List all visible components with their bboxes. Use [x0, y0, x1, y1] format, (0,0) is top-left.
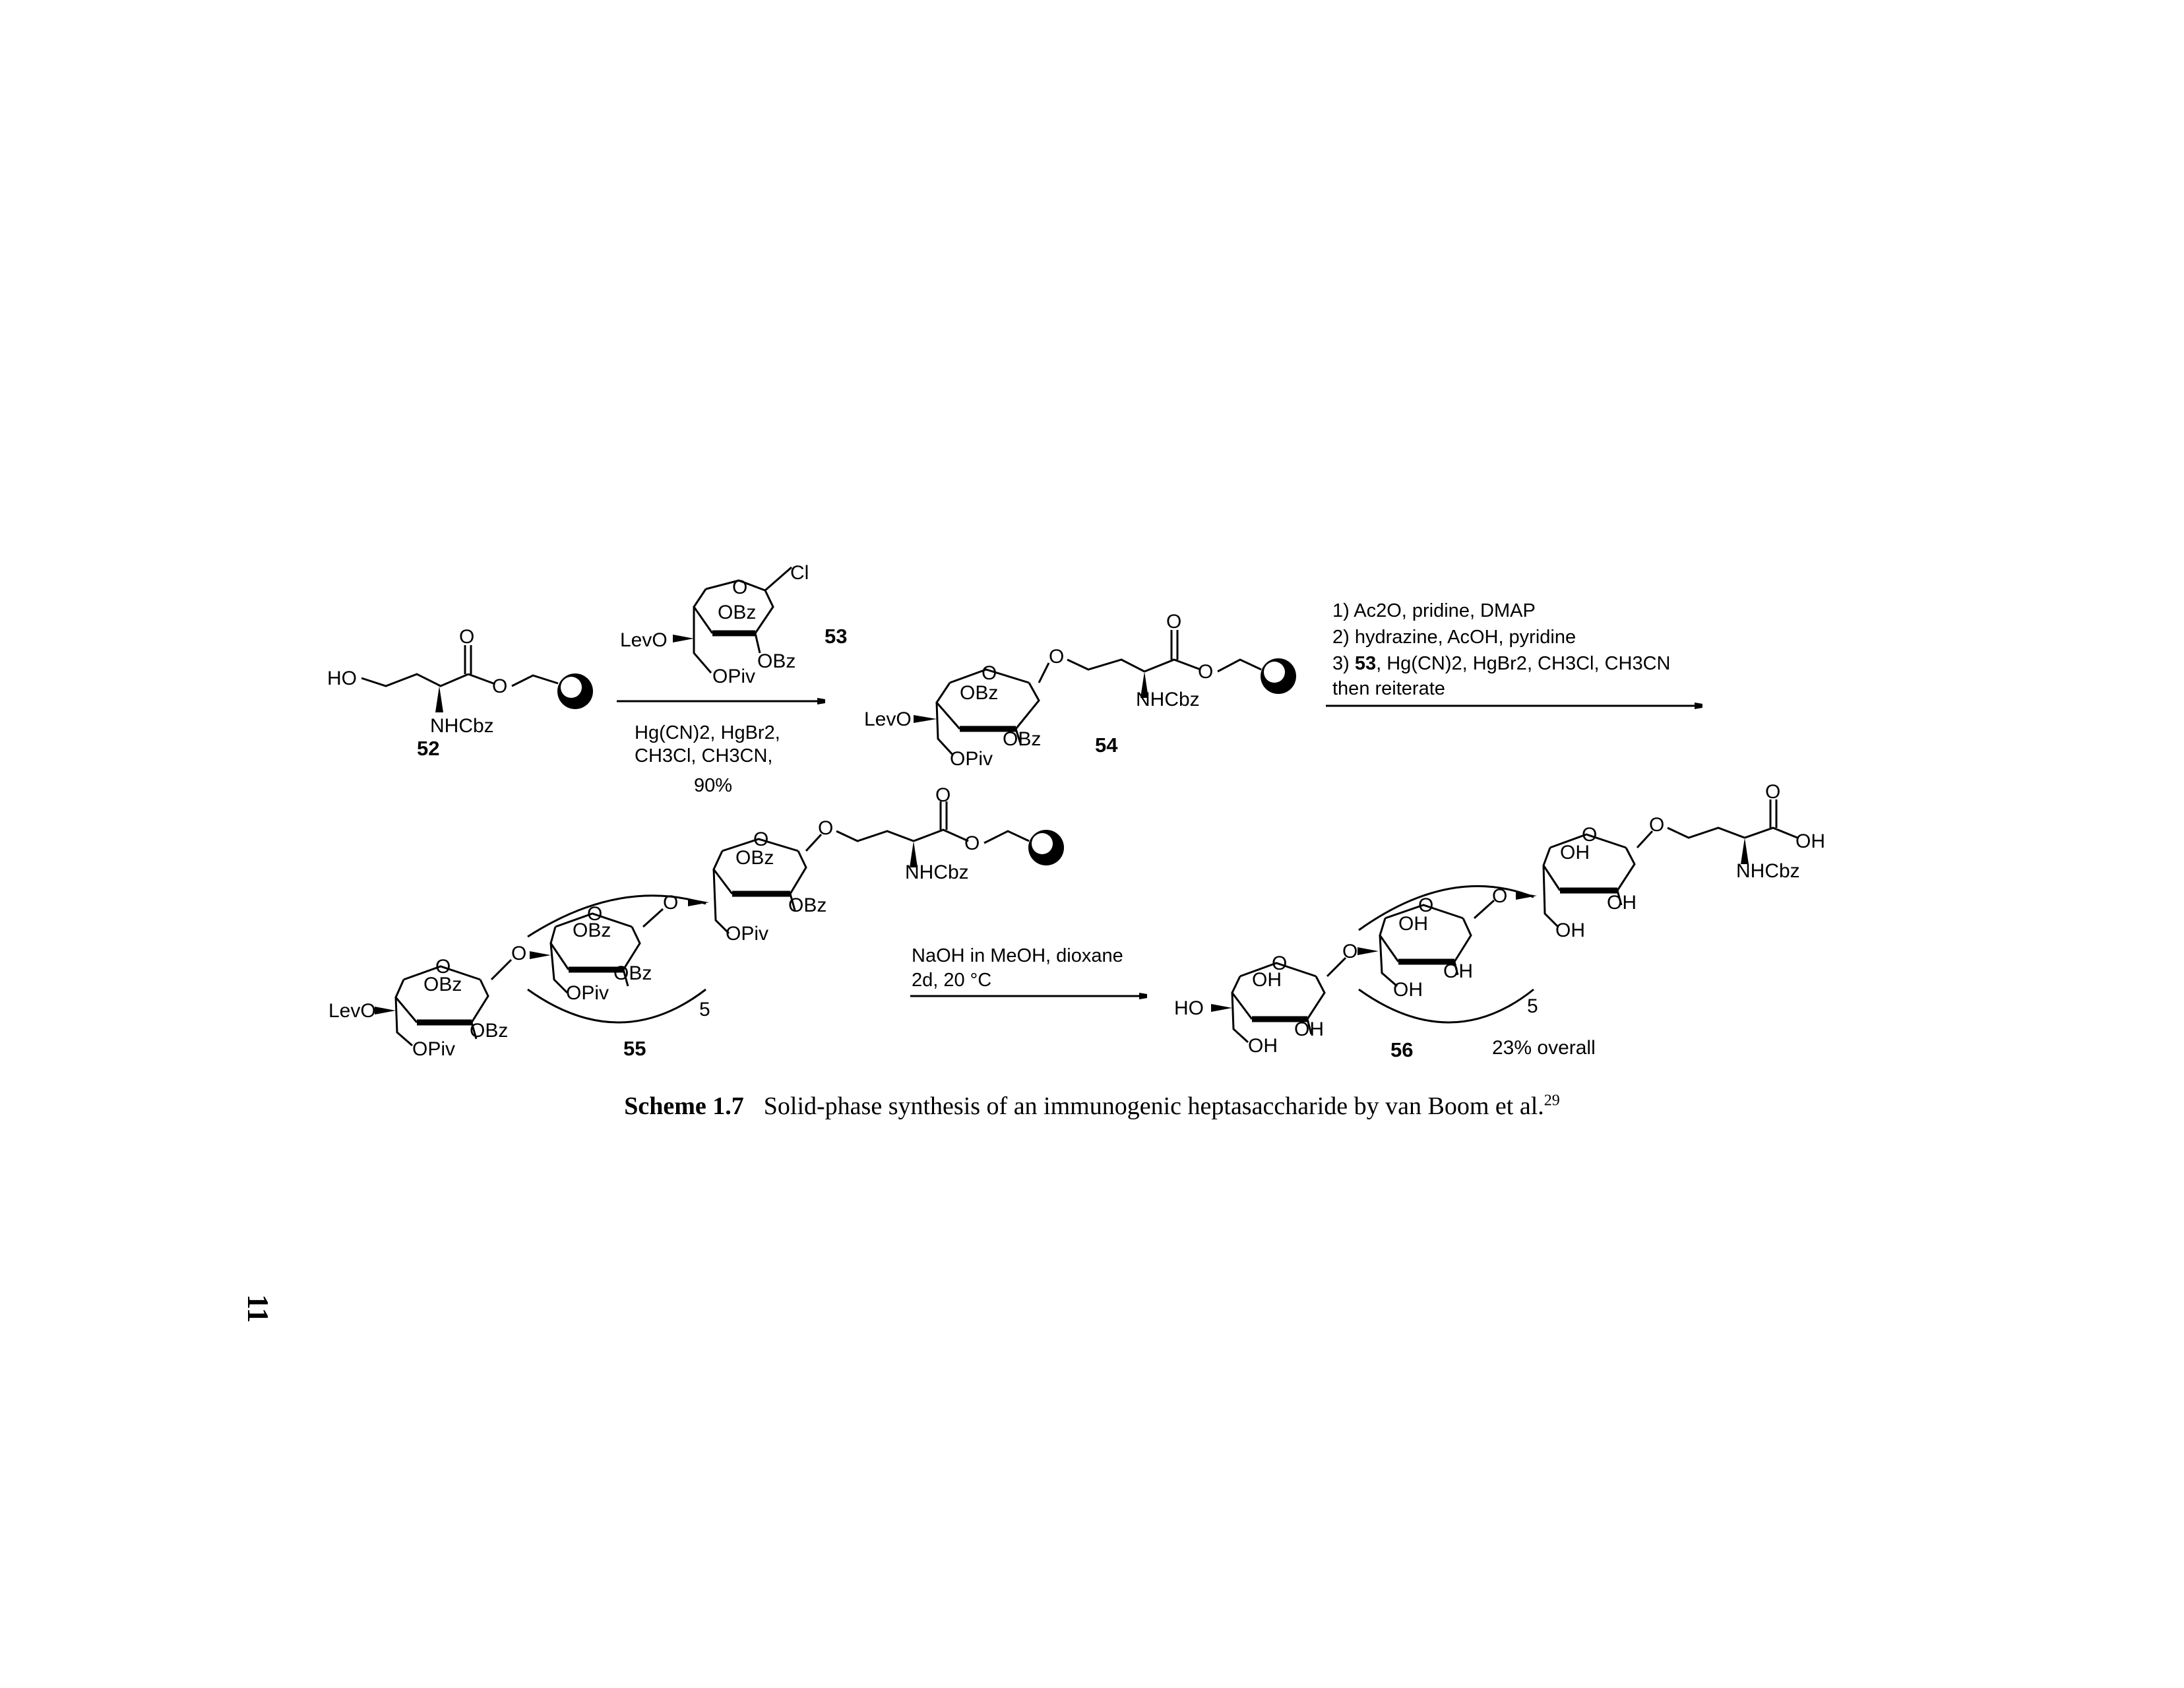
step1-reagents-line1: Hg(CN)2, HgBr2, — [635, 722, 780, 743]
obz-label: OBz — [788, 894, 827, 916]
glycosidic-oxygen: O — [1342, 941, 1357, 962]
hydroxyl-label: OH — [1294, 1018, 1324, 1040]
overall-yield: 23% overall — [1492, 1037, 1596, 1059]
ring-oxygen: O — [1582, 824, 1597, 846]
step2-line3: 3) 53, Hg(CN)2, HgBr2, CH3Cl, CH3CN — [1332, 653, 1670, 674]
caption-text: Solid-phase synthesis of an immunogenic … — [763, 1092, 1544, 1120]
step2-line3-prefix: 3) — [1332, 653, 1355, 674]
compound-number-54: 54 — [1095, 734, 1118, 757]
compound-number-52: 52 — [417, 737, 439, 760]
resin-bead-highlight — [561, 677, 582, 698]
step2-line1: 1) Ac2O, pridine, DMAP — [1332, 600, 1536, 621]
ring-oxygen: O — [732, 577, 747, 598]
levo-label: LevO — [328, 1000, 376, 1022]
levo-label: LevO — [620, 629, 668, 651]
opiv-label: OPiv — [566, 982, 609, 1004]
compound-number-53: 53 — [825, 625, 847, 648]
hydroxyl-label: HO — [327, 668, 357, 689]
reagent-53: O Cl OBz OBz LevO OPiv 53 — [620, 562, 847, 687]
carboxylic-acid-oh: OH — [1795, 830, 1825, 852]
glycosidic-oxygen: O — [818, 817, 833, 839]
ester-oxygen: O — [964, 832, 980, 854]
page-number: 11 — [241, 1294, 275, 1323]
ring-oxygen: O — [1418, 894, 1433, 916]
amine-label: NHCbz — [430, 715, 494, 737]
ring-oxygen: O — [1272, 953, 1287, 974]
obz-label: OBz — [960, 682, 998, 704]
opiv-label: OPiv — [712, 666, 755, 687]
glycosidic-oxygen: O — [1649, 814, 1664, 836]
opiv-label: OPiv — [412, 1038, 455, 1060]
step3-line1: NaOH in MeOH, dioxane — [912, 945, 1123, 966]
hydroxyl-label: OH — [1252, 969, 1282, 991]
repeat-count: 5 — [699, 999, 710, 1020]
step1-reagents-line2: CH3Cl, CH3CN, — [635, 745, 772, 766]
step2-line2: 2) hydrazine, AcOH, pyridine — [1332, 627, 1576, 648]
resin-bead-highlight — [1264, 662, 1285, 683]
ring-oxygen: O — [587, 903, 602, 925]
compound-52: HO O O NHCbz 52 — [327, 626, 593, 760]
carbonyl-oxygen: O — [1166, 611, 1181, 633]
levo-label: LevO — [864, 708, 912, 730]
opiv-label: OPiv — [726, 923, 768, 945]
obz-label: OBz — [423, 974, 462, 995]
hydroxyl-label: OH — [1248, 1035, 1278, 1057]
hydroxyl-label: OH — [1398, 913, 1428, 935]
hydroxyl-label: HO — [1174, 997, 1204, 1019]
caption-label: Scheme 1.7 — [624, 1092, 744, 1120]
compound-number-55: 55 — [623, 1037, 646, 1060]
obz-label: OBz — [735, 847, 774, 869]
ester-oxygen: O — [492, 675, 507, 697]
step2-line3-bold: 53 — [1355, 653, 1376, 674]
amine-label: NHCbz — [905, 861, 969, 883]
amine-label: NHCbz — [1136, 689, 1200, 710]
ring-oxygen: O — [435, 956, 451, 978]
opiv-label: OPiv — [950, 748, 993, 770]
carbonyl-oxygen: O — [935, 784, 951, 806]
obz-label: OBz — [613, 962, 652, 984]
compound-55: O OBz OBz LevO OPiv O O OBz OBz OPiv O 5… — [328, 784, 1064, 1060]
hydroxyl-label: OH — [1560, 842, 1590, 863]
repeat-count: 5 — [1527, 995, 1538, 1017]
hydroxyl-label: OH — [1607, 892, 1637, 914]
ring-oxygen: O — [982, 662, 997, 684]
step2-line3-rest: , Hg(CN)2, HgBr2, CH3Cl, CH3CN — [1376, 653, 1670, 674]
amine-label: NHCbz — [1736, 860, 1800, 882]
step3-line2: 2d, 20 °C — [912, 970, 991, 991]
compound-54: O OBz OBz LevO OPiv O NHCbz O O 54 — [864, 611, 1296, 770]
glycosidic-oxygen: O — [1049, 646, 1064, 668]
obz-label: OBz — [718, 602, 756, 623]
resin-bead-highlight — [1032, 833, 1053, 854]
step2-line4: then reiterate — [1332, 678, 1445, 699]
hydroxyl-label: OH — [1555, 920, 1585, 941]
hydroxyl-label: OH — [1443, 960, 1473, 982]
glycosidic-oxygen: O — [663, 892, 678, 914]
step1-yield: 90% — [694, 775, 732, 796]
ring-oxygen: O — [753, 828, 768, 850]
caption-reference: 29 — [1544, 1092, 1560, 1110]
compound-number-56: 56 — [1390, 1038, 1413, 1061]
obz-label: OBz — [573, 920, 611, 941]
carbonyl-oxygen: O — [459, 626, 474, 648]
chloride-label: Cl — [790, 562, 809, 584]
glycosidic-oxygen: O — [1492, 885, 1507, 907]
ester-oxygen: O — [1198, 661, 1213, 683]
hydroxyl-label: OH — [1393, 979, 1423, 1001]
obz-label: OBz — [1003, 728, 1041, 750]
glycosidic-oxygen: O — [511, 943, 526, 964]
obz-label: OBz — [757, 650, 796, 672]
carbonyl-oxygen: O — [1765, 781, 1780, 803]
scheme-caption: Scheme 1.7 Solid-phase synthesis of an im… — [0, 1092, 2184, 1121]
compound-56: O OH OH HO OH O O OH OH OH O 5 O OH OH — [1174, 781, 1825, 1061]
obz-label: OBz — [470, 1020, 508, 1042]
